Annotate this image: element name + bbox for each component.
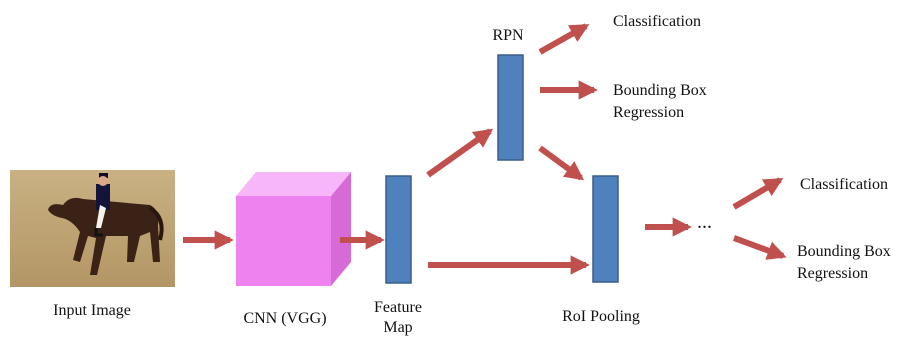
cnn-label: CNN (VGG) xyxy=(243,310,327,327)
input-image xyxy=(10,170,175,287)
arrow-rpn-to-classification xyxy=(538,23,590,55)
rpn-bbox-regression-label: Bounding Box Regression xyxy=(613,80,707,124)
feature-map-label: Feature Map xyxy=(374,298,422,338)
head-bbox-line1: Bounding Box xyxy=(797,243,891,260)
rpn-classification-label: Classification xyxy=(613,13,701,30)
arrow-head-to-bbox xyxy=(732,235,787,260)
rpn-bbox-line1: Bounding Box xyxy=(613,82,707,99)
feature-map-label-line2: Map xyxy=(383,319,413,336)
rpn-label: RPN xyxy=(492,27,524,44)
roi-pooling-bar xyxy=(592,175,619,283)
head-classification-label: Classification xyxy=(800,176,888,193)
rpn-bbox-line2: Regression xyxy=(613,104,685,121)
rpn-bar xyxy=(497,54,524,161)
ellipsis: ... xyxy=(697,211,712,233)
head-bbox-line2: Regression xyxy=(797,265,869,282)
head-bbox-regression-label: Bounding Box Regression xyxy=(797,241,891,285)
arrow-head-to-classification xyxy=(732,177,784,210)
input-image-label: Input Image xyxy=(53,302,131,319)
feature-map-bar xyxy=(385,175,412,284)
roi-pooling-label: RoI Pooling xyxy=(562,308,640,325)
arrow-feature-to-rpn xyxy=(426,128,494,178)
arrow-rpn-to-roi xyxy=(538,145,585,181)
cnn-cube xyxy=(236,172,351,286)
feature-map-label-line1: Feature xyxy=(374,299,422,316)
